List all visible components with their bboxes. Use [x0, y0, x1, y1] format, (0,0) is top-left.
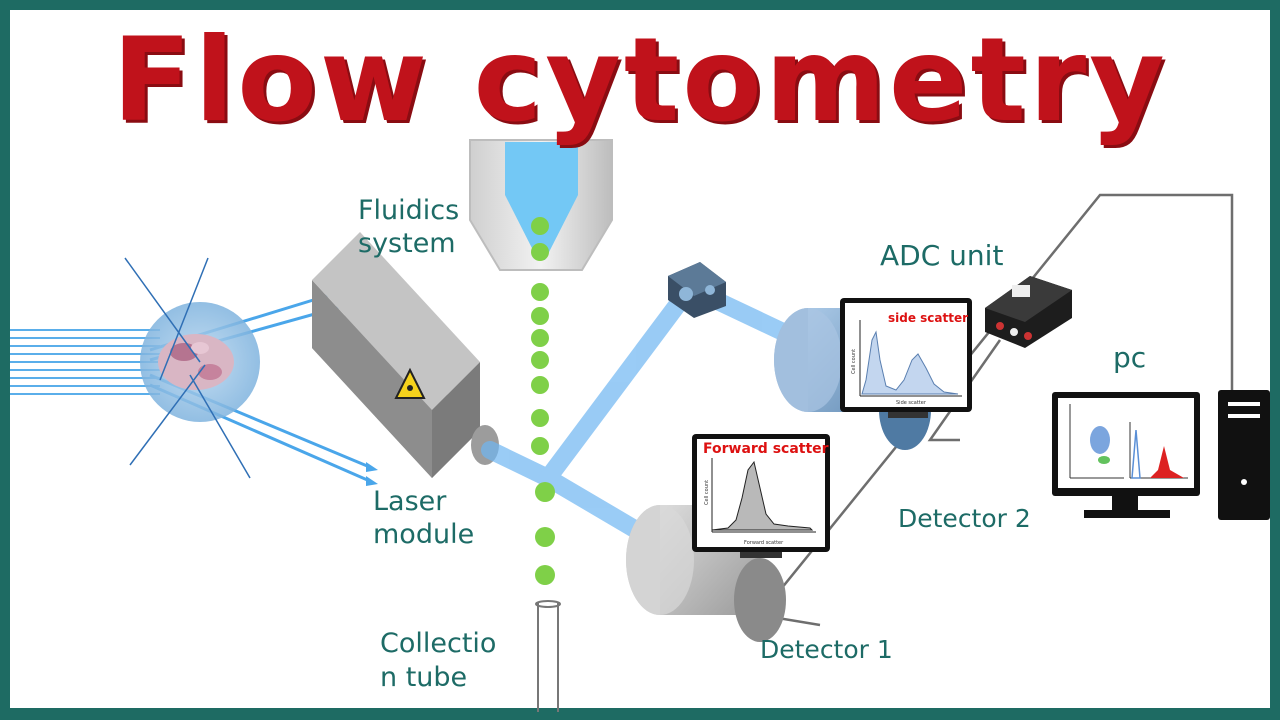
laser-module	[312, 232, 499, 478]
forward-scatter-ylabel: Cell count	[704, 480, 710, 505]
incident-rays	[10, 329, 160, 395]
forward-scatter-monitor	[692, 434, 830, 558]
cell-illustration	[124, 257, 260, 479]
fluidics-label-line2: system	[358, 228, 456, 259]
detector-2-label: Detector 2	[898, 504, 1031, 533]
page-title: Flow cytometry	[112, 13, 1168, 148]
side-scatter-ylabel: Cell count	[851, 349, 857, 374]
laser-label-line1: Laser	[373, 486, 447, 517]
droplet-stream	[531, 217, 555, 585]
forward-scatter-xlabel: Forward scatter	[744, 540, 784, 546]
adc-unit-icon	[985, 276, 1072, 348]
side-scatter-xlabel: Side scatter	[896, 400, 927, 406]
adc-unit-label: ADC unit	[880, 239, 1004, 272]
collection-label-line2: n tube	[380, 662, 468, 693]
detector-1-label: Detector 1	[760, 635, 893, 664]
collection-label-line1: Collectio	[380, 628, 497, 659]
pc-scatter-plot	[1069, 404, 1124, 479]
forward-scatter-title: Forward scatter	[703, 441, 829, 457]
side-scatter-monitor	[840, 298, 972, 418]
fluidics-nozzle	[469, 139, 613, 271]
laser-label-line2: module	[373, 519, 475, 550]
side-scatter-title: side scatter	[888, 311, 968, 325]
detector-1	[626, 505, 786, 642]
monitor-icon	[1052, 392, 1200, 518]
prism-icon	[668, 262, 726, 318]
pc-histogram	[1129, 422, 1188, 479]
fluidics-label-line1: Fluidics	[358, 195, 460, 226]
pc-label: pc	[1113, 341, 1147, 374]
computer-tower-icon	[1218, 390, 1270, 520]
collection-tube	[535, 600, 561, 712]
laser-warning-icon	[394, 367, 426, 399]
